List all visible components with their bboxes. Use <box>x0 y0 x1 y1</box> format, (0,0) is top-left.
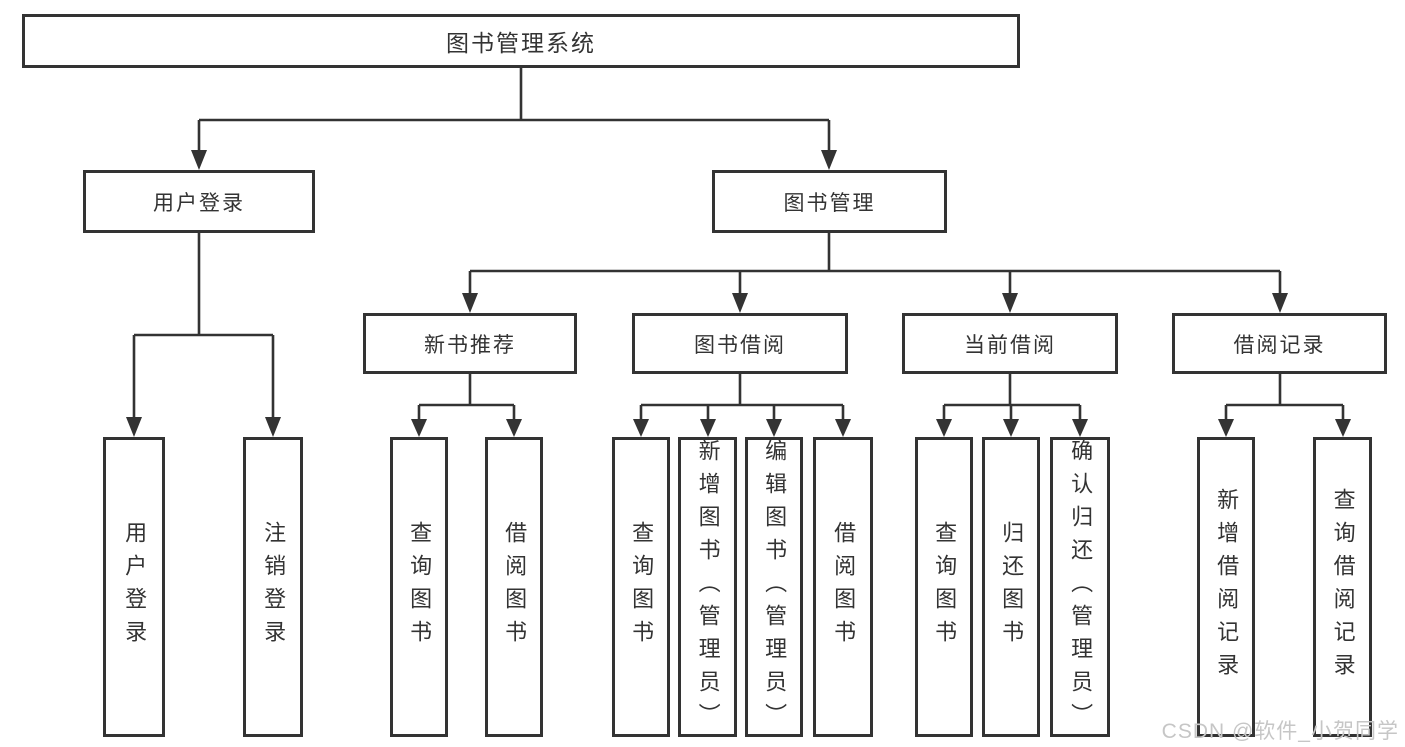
leaf-query-books-current: 查询图书 <box>915 437 973 737</box>
node-book-borrowing-label: 图书借阅 <box>694 333 786 357</box>
node-book-management-label: 图书管理 <box>783 191 876 215</box>
leaf-add-borrow-record-label: 新增借阅记录 <box>1214 488 1240 686</box>
leaf-return-books: 归还图书 <box>982 437 1040 737</box>
connector-borrowing-records <box>1218 374 1351 437</box>
node-current-borrowing: 当前借阅 <box>902 313 1118 374</box>
leaf-query-borrow-record: 查询借阅记录 <box>1313 437 1372 737</box>
leaf-add-book-admin-label: 新增图书（管理员） <box>695 438 721 736</box>
node-new-book-recommend: 新书推荐 <box>363 313 577 374</box>
leaf-query-books-borrowing-label: 查询图书 <box>629 521 655 653</box>
node-root: 图书管理系统 <box>22 14 1020 68</box>
node-user-login: 用户登录 <box>83 170 315 233</box>
node-borrowing-records: 借阅记录 <box>1172 313 1387 374</box>
leaf-logout: 注销登录 <box>243 437 303 737</box>
leaf-user-login: 用户登录 <box>103 437 165 737</box>
leaf-borrow-books-borrowing: 借阅图书 <box>813 437 873 737</box>
connector-user-login <box>126 233 281 437</box>
leaf-query-books-current-label: 查询图书 <box>932 521 958 653</box>
leaf-add-book-admin: 新增图书（管理员） <box>678 437 737 737</box>
leaf-borrow-books-recommend-label: 借阅图书 <box>502 521 528 653</box>
leaf-user-login-label: 用户登录 <box>122 521 148 653</box>
leaf-query-borrow-record-label: 查询借阅记录 <box>1330 488 1356 686</box>
connector-book-management <box>462 233 1288 313</box>
node-book-management: 图书管理 <box>712 170 947 233</box>
node-new-book-recommend-label: 新书推荐 <box>424 333 516 357</box>
connector-new-book-recommend <box>411 374 522 437</box>
leaf-confirm-return-admin-label: 确认归还（管理员） <box>1068 438 1094 736</box>
connector-current-borrowing <box>936 374 1088 437</box>
leaf-edit-book-admin: 编辑图书（管理员） <box>745 437 803 737</box>
leaf-confirm-return-admin: 确认归还（管理员） <box>1050 437 1110 737</box>
leaf-edit-book-admin-label: 编辑图书（管理员） <box>762 438 788 736</box>
leaf-borrow-books-borrowing-label: 借阅图书 <box>831 521 857 653</box>
connector-root <box>191 68 837 170</box>
node-current-borrowing-label: 当前借阅 <box>964 333 1056 357</box>
leaf-query-books-recommend: 查询图书 <box>390 437 448 737</box>
csdn-watermark: CSDN @软件_小贺同学 <box>1161 720 1399 743</box>
leaf-borrow-books-recommend: 借阅图书 <box>485 437 543 737</box>
node-borrowing-records-label: 借阅记录 <box>1233 333 1326 357</box>
leaf-return-books-label: 归还图书 <box>999 521 1025 653</box>
leaf-query-books-recommend-label: 查询图书 <box>407 521 433 653</box>
connector-book-borrowing <box>633 374 851 437</box>
node-book-borrowing: 图书借阅 <box>632 313 848 374</box>
leaf-logout-label: 注销登录 <box>261 521 287 653</box>
node-root-label: 图书管理系统 <box>446 30 596 56</box>
node-user-login-label: 用户登录 <box>153 191 245 215</box>
leaf-add-borrow-record: 新增借阅记录 <box>1197 437 1255 737</box>
leaf-query-books-borrowing: 查询图书 <box>612 437 670 737</box>
